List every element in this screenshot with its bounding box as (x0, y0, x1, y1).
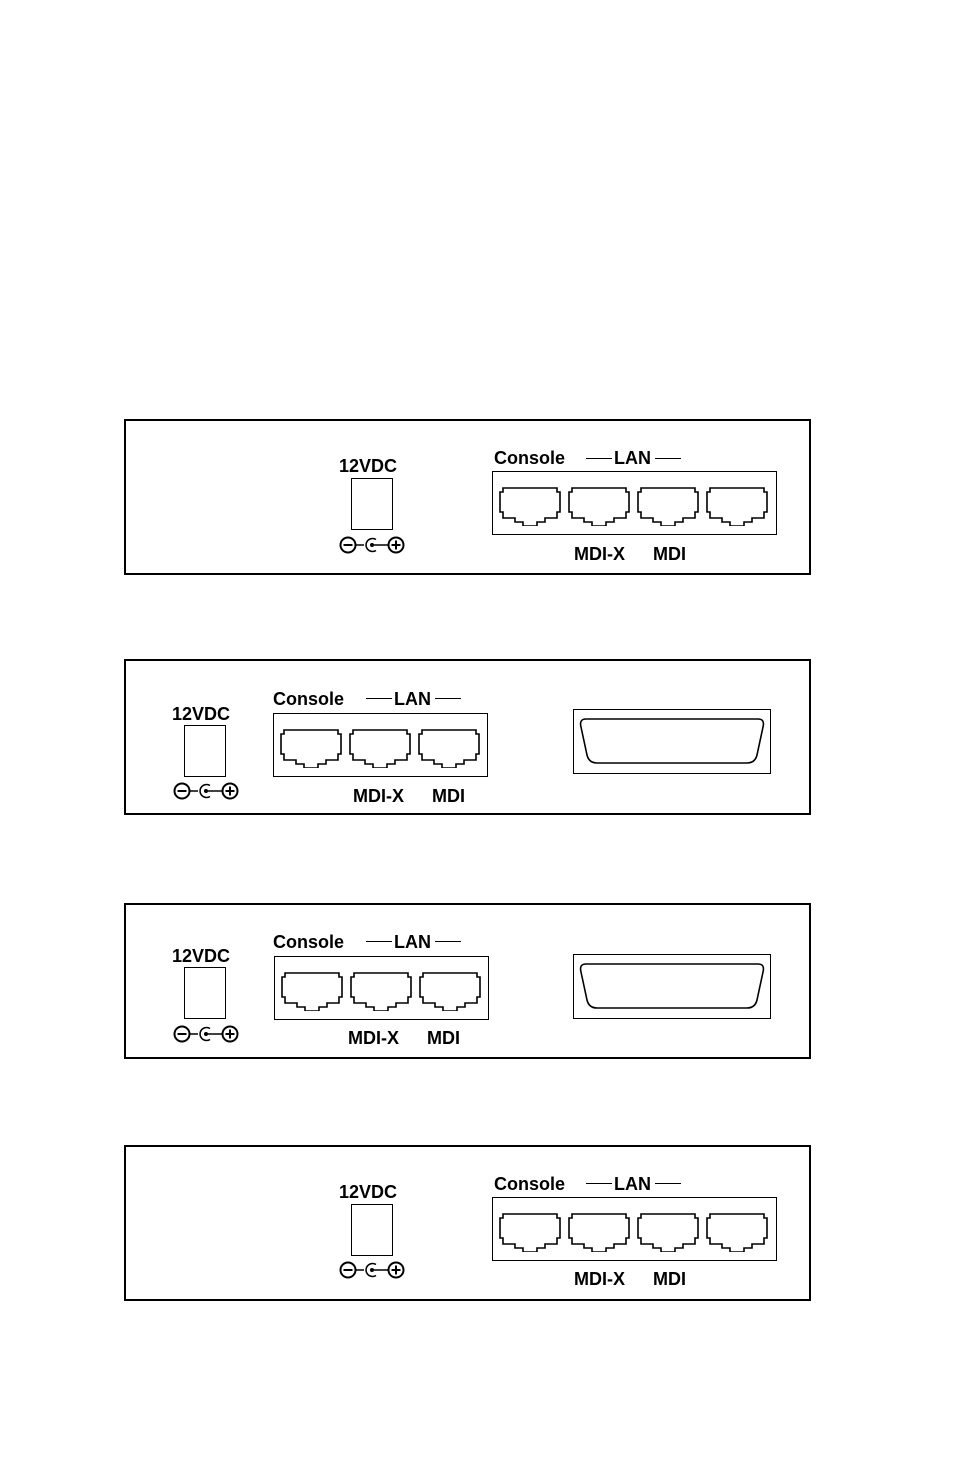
db25-connector-icon (577, 958, 767, 1014)
mdix-label: MDI-X (574, 545, 625, 563)
dc-polarity-icon (338, 535, 406, 555)
lan-label: LAN (614, 449, 651, 467)
rj45-port-icon (706, 482, 768, 526)
rj45-port-icon (706, 1208, 768, 1252)
serial-connector (573, 954, 771, 1019)
rj45-port-icon (568, 1208, 630, 1252)
lan-label: LAN (614, 1175, 651, 1193)
rear-panel-4: 12VDC Console LAN MDI-X MDI (124, 1145, 811, 1301)
rear-panel-3: 12VDC Console LAN MDI-X MDI (124, 903, 811, 1059)
power-label: 12VDC (339, 457, 397, 475)
power-label: 12VDC (172, 947, 230, 965)
mdix-label: MDI-X (348, 1029, 399, 1047)
console-label: Console (273, 690, 344, 708)
dc-polarity-icon (338, 1260, 406, 1280)
rj45-port-icon (568, 482, 630, 526)
console-label: Console (494, 1175, 565, 1193)
power-jack (184, 725, 226, 777)
db25-connector-icon (577, 713, 767, 769)
lan-port-block (273, 713, 488, 777)
power-label: 12VDC (339, 1183, 397, 1201)
lan-bracket-left (366, 698, 392, 699)
mdi-label: MDI (653, 1270, 686, 1288)
lan-bracket-right (655, 1183, 681, 1184)
dc-polarity-icon (172, 1024, 240, 1044)
mdix-label: MDI-X (574, 1270, 625, 1288)
serial-connector (573, 709, 771, 774)
lan-label: LAN (394, 690, 431, 708)
power-jack (351, 478, 393, 530)
power-jack (351, 1204, 393, 1256)
lan-bracket-right (435, 698, 461, 699)
rj45-port-icon (637, 482, 699, 526)
console-label: Console (494, 449, 565, 467)
lan-bracket-right (655, 458, 681, 459)
rear-panel-1: 12VDC Console LAN MDI-X MDI (124, 419, 811, 575)
rj45-port-icon (349, 724, 411, 768)
rj45-port-icon (418, 724, 480, 768)
rj45-port-icon (499, 1208, 561, 1252)
rj45-port-icon (350, 967, 412, 1011)
rj45-port-icon (637, 1208, 699, 1252)
mdi-label: MDI (653, 545, 686, 563)
rj45-port-icon (281, 967, 343, 1011)
power-jack (184, 967, 226, 1019)
mdi-label: MDI (432, 787, 465, 805)
rj45-port-icon (280, 724, 342, 768)
lan-bracket-right (435, 941, 461, 942)
rear-panel-2: 12VDC Console LAN MDI-X MDI (124, 659, 811, 815)
lan-port-block (492, 471, 777, 535)
lan-bracket-left (366, 941, 392, 942)
lan-port-block (492, 1197, 777, 1261)
console-label: Console (273, 933, 344, 951)
lan-port-block (274, 956, 489, 1020)
dc-polarity-icon (172, 781, 240, 801)
rj45-port-icon (499, 482, 561, 526)
lan-label: LAN (394, 933, 431, 951)
power-label: 12VDC (172, 705, 230, 723)
lan-bracket-left (586, 458, 612, 459)
rj45-port-icon (419, 967, 481, 1011)
mdi-label: MDI (427, 1029, 460, 1047)
lan-bracket-left (586, 1183, 612, 1184)
mdix-label: MDI-X (353, 787, 404, 805)
